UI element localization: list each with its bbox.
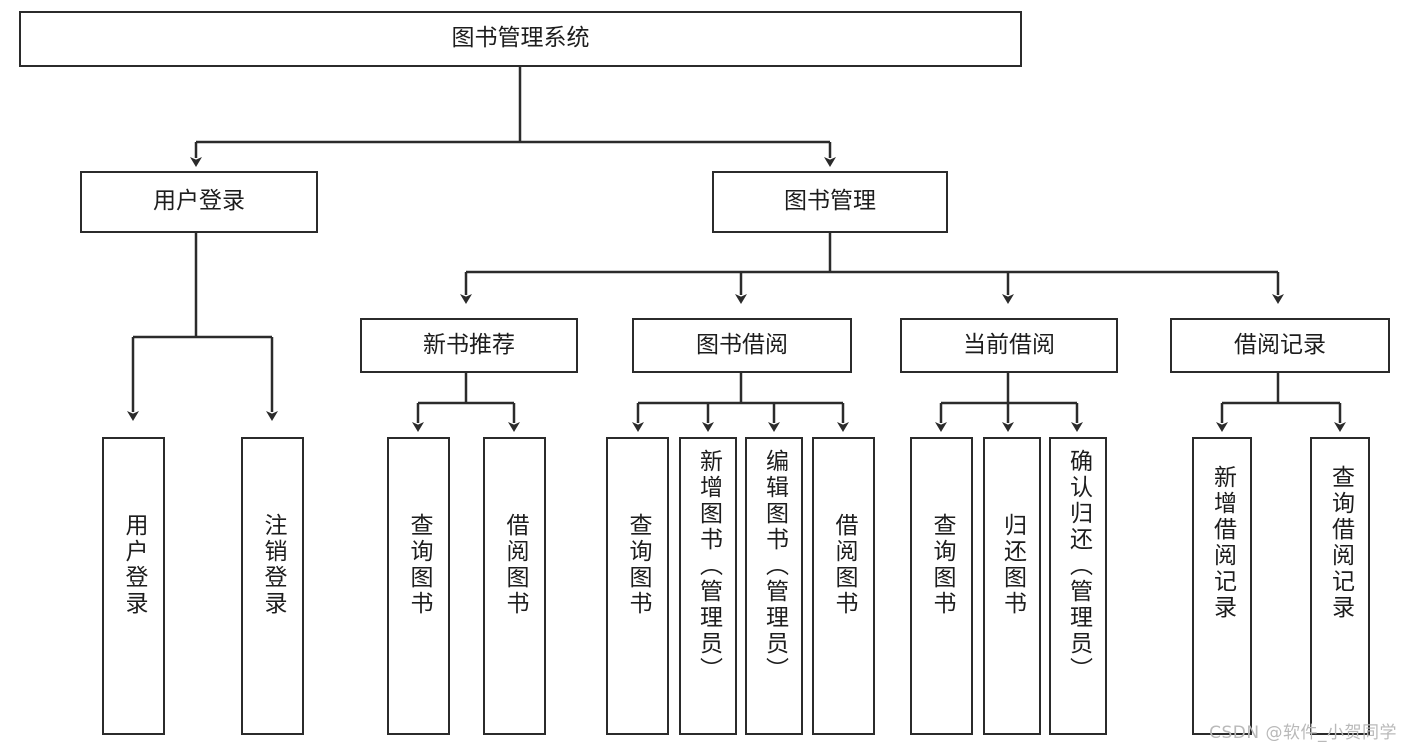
leaf-borrow-borrow-book[interactable]: 借阅图书: [812, 437, 875, 735]
node-new-book-recommend[interactable]: 新书推荐: [360, 318, 578, 373]
node-label: 用户登录: [153, 188, 245, 215]
node-label: 确认归还（管理员）: [1065, 449, 1092, 683]
node-label: 借阅记录: [1234, 331, 1326, 358]
node-label: 编辑图书（管理员）: [761, 449, 788, 683]
leaf-recommend-query-book[interactable]: 查询图书: [387, 437, 450, 735]
node-label: 图书借阅: [696, 331, 788, 358]
node-label: 图书管理系统: [451, 25, 590, 52]
node-label: 图书管理: [784, 188, 876, 215]
node-label: 查询图书: [625, 513, 651, 617]
leaf-current-return-book[interactable]: 归还图书: [983, 437, 1041, 735]
leaf-borrow-edit-book-admin[interactable]: 编辑图书（管理员）: [745, 437, 803, 735]
node-label: 新增借阅记录: [1209, 465, 1236, 621]
node-label: 用户登录: [121, 513, 147, 617]
node-book-management[interactable]: 图书管理: [712, 171, 948, 233]
node-label: 当前借阅: [963, 331, 1055, 358]
node-borrow-record[interactable]: 借阅记录: [1170, 318, 1390, 373]
node-root-book-management-system[interactable]: 图书管理系统: [19, 11, 1022, 67]
node-label: 借阅图书: [831, 513, 857, 617]
leaf-current-confirm-return-admin[interactable]: 确认归还（管理员）: [1049, 437, 1107, 735]
leaf-current-query-book[interactable]: 查询图书: [910, 437, 973, 735]
leaf-user-login-login[interactable]: 用户登录: [102, 437, 165, 735]
node-label: 查询借阅记录: [1327, 465, 1354, 621]
leaf-record-add-borrow-record[interactable]: 新增借阅记录: [1192, 437, 1252, 735]
leaf-borrow-add-book-admin[interactable]: 新增图书（管理员）: [679, 437, 737, 735]
node-label: 查询图书: [929, 513, 955, 617]
node-label: 新书推荐: [423, 331, 515, 358]
leaf-borrow-query-book[interactable]: 查询图书: [606, 437, 669, 735]
leaf-user-login-logout[interactable]: 注销登录: [241, 437, 304, 735]
node-label: 新增图书（管理员）: [695, 449, 722, 683]
node-current-borrow[interactable]: 当前借阅: [900, 318, 1118, 373]
node-label: 查询图书: [406, 513, 432, 617]
leaf-recommend-borrow-book[interactable]: 借阅图书: [483, 437, 546, 735]
node-label: 归还图书: [999, 513, 1026, 617]
node-label: 借阅图书: [502, 513, 528, 617]
node-user-login[interactable]: 用户登录: [80, 171, 318, 233]
csdn-watermark: CSDN @软件_小贺同学: [1209, 723, 1397, 743]
node-book-borrow[interactable]: 图书借阅: [632, 318, 852, 373]
node-label: 注销登录: [260, 513, 286, 617]
leaf-record-query-borrow-record[interactable]: 查询借阅记录: [1310, 437, 1370, 735]
